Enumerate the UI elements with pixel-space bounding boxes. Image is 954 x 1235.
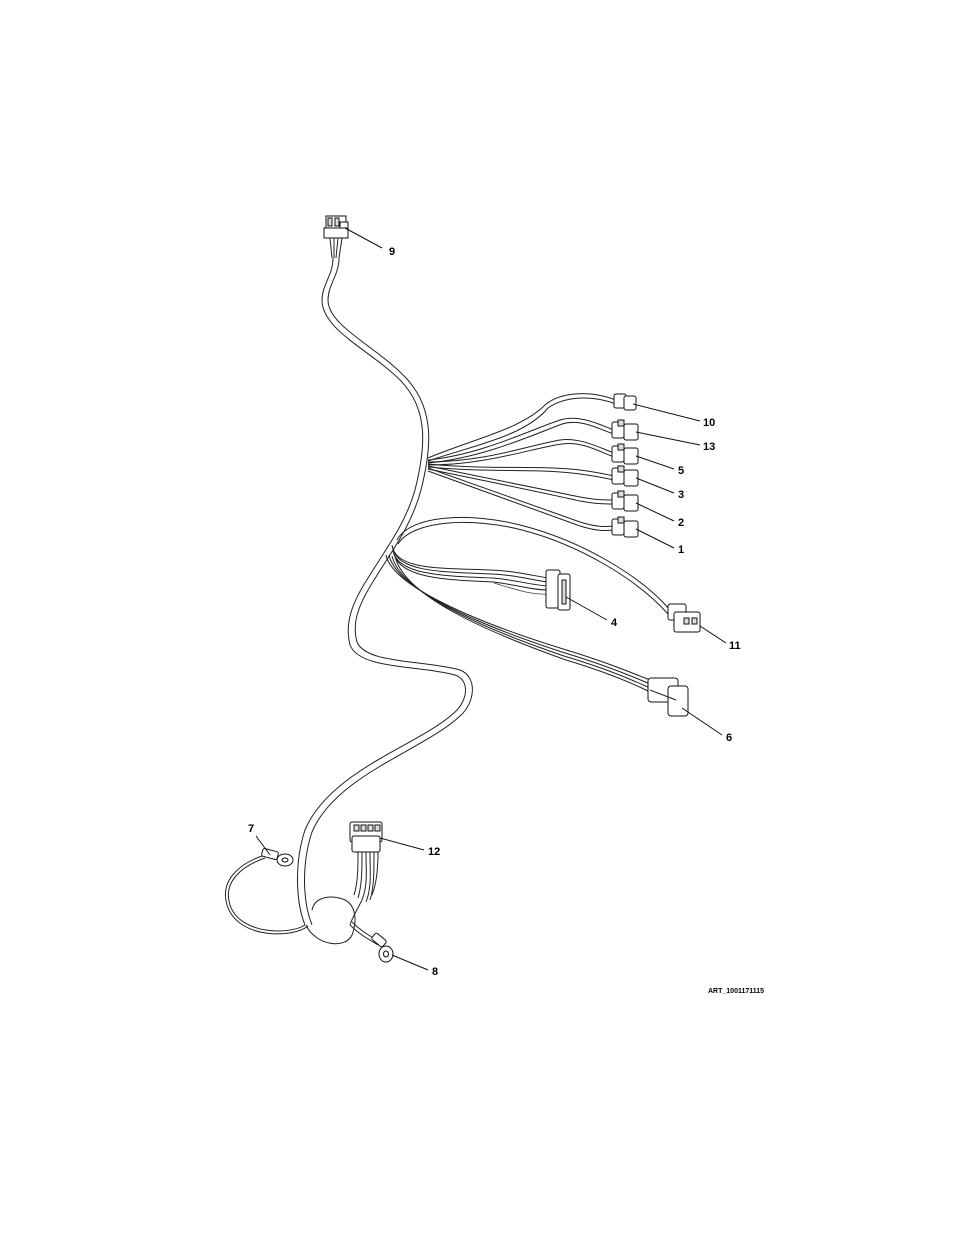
callout-5: 5 <box>678 465 684 477</box>
ring-terminal-7 <box>261 848 293 866</box>
callout-9: 9 <box>389 246 395 258</box>
callout-2: 2 <box>678 517 684 529</box>
bottom-branch-wires <box>225 852 380 945</box>
callout-11: 11 <box>729 640 741 652</box>
callout-1: 1 <box>678 544 684 556</box>
ring-terminal-8 <box>371 932 393 962</box>
connector-13 <box>612 420 638 440</box>
callout-4: 4 <box>611 617 618 629</box>
callout-3: 3 <box>678 489 684 501</box>
main-trunk-cable <box>298 258 473 925</box>
art-reference: ART_1001171115 <box>708 988 764 995</box>
lower-branch-wires <box>386 517 670 692</box>
connector-4 <box>546 570 570 610</box>
callout-12: 12 <box>428 846 440 858</box>
upper-branch-wires <box>428 394 616 531</box>
leader-lines <box>256 228 726 970</box>
connector-12 <box>350 822 382 852</box>
callout-6: 6 <box>726 732 732 744</box>
connector-1 <box>612 517 638 537</box>
connector-9 <box>324 216 348 258</box>
connector-2 <box>612 491 638 511</box>
callout-8: 8 <box>432 966 438 978</box>
callout-10: 10 <box>703 417 715 429</box>
connector-3 <box>612 466 638 486</box>
connector-10 <box>614 394 636 410</box>
callout-13: 13 <box>703 441 715 453</box>
connector-11 <box>668 604 700 632</box>
callout-7: 7 <box>248 823 254 835</box>
connector-5 <box>612 444 638 464</box>
connector-6 <box>648 678 688 716</box>
